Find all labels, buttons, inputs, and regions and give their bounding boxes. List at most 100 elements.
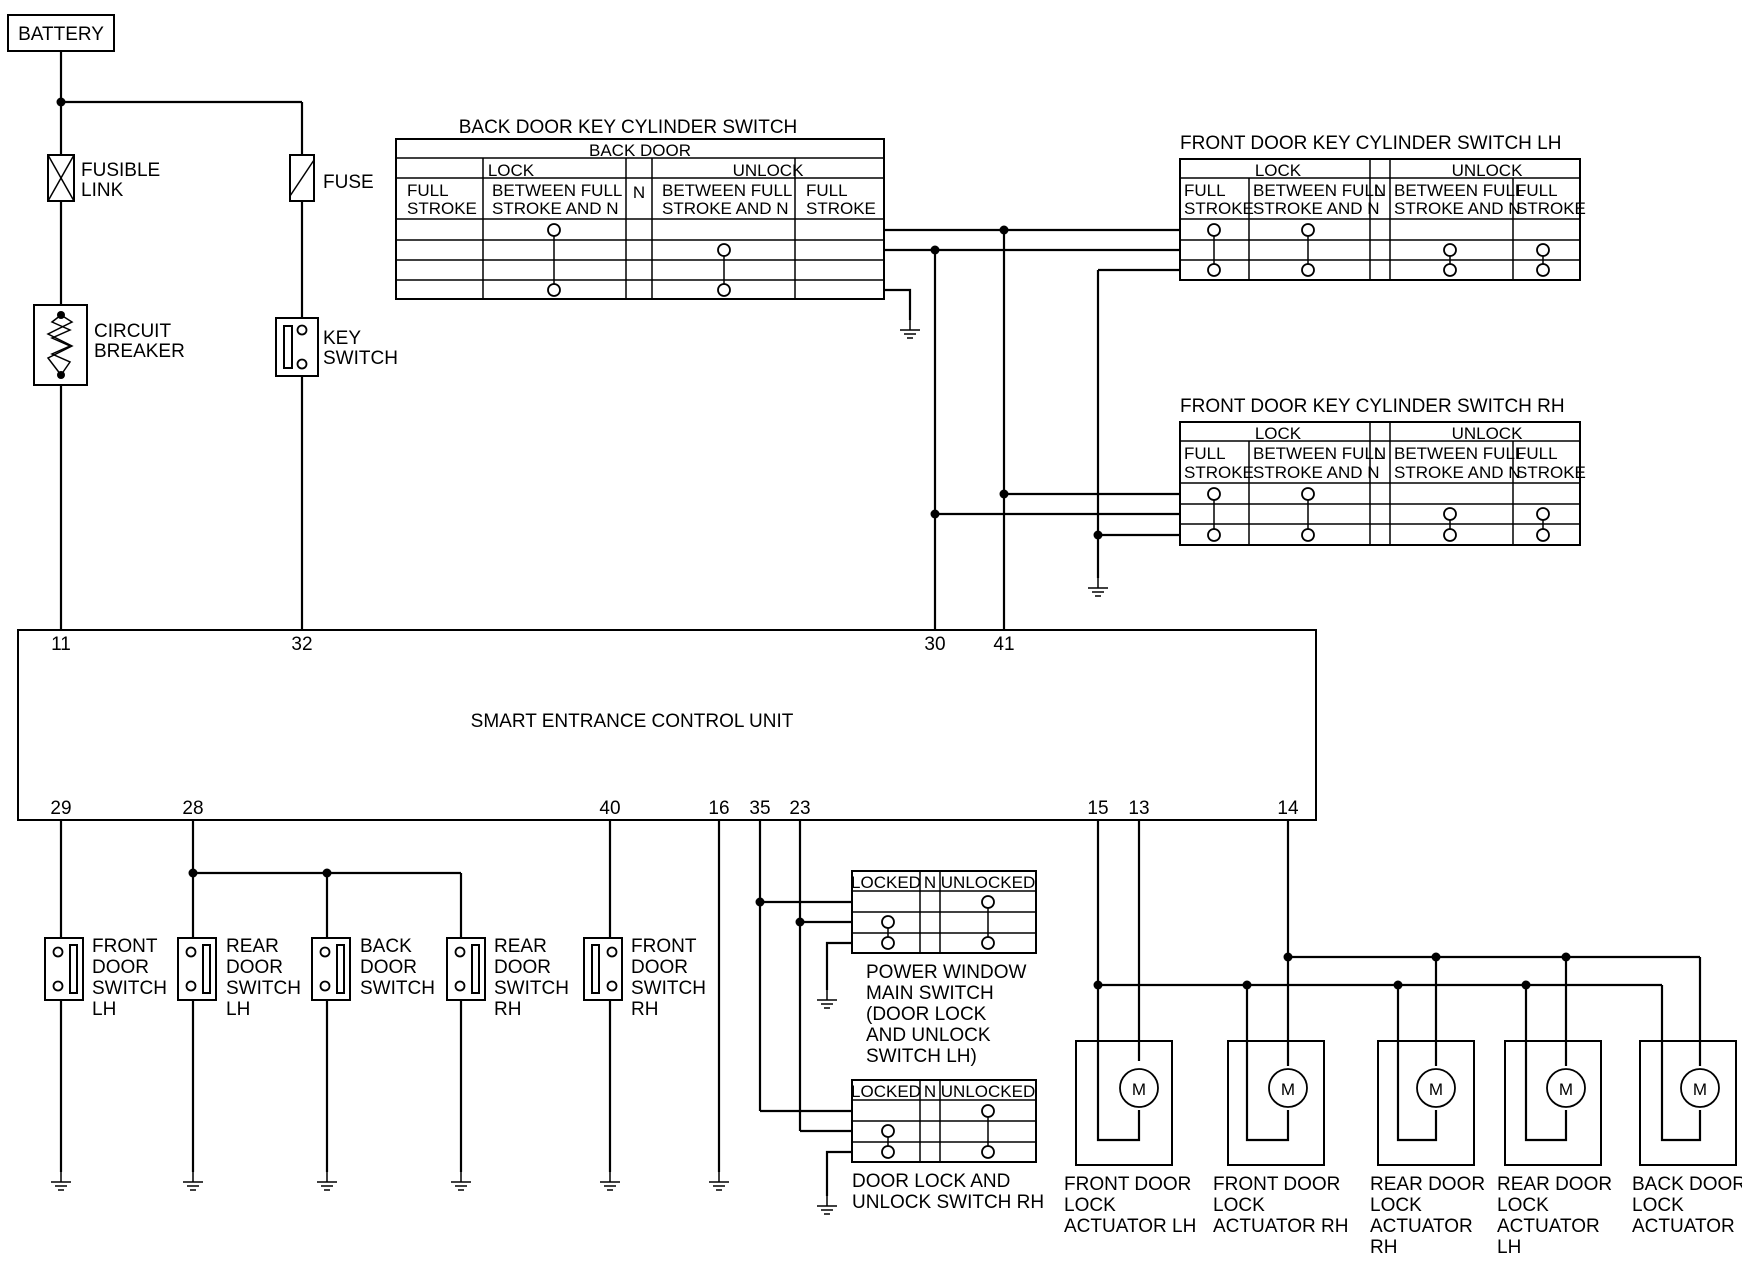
actuator-rl-2: LOCK [1497,1195,1549,1216]
front-rh-between-1: BETWEEN FULL [1253,444,1383,463]
actuator-rr-2: LOCK [1370,1195,1422,1216]
control-unit-name: SMART ENTRANCE CONTROL UNIT [471,711,794,732]
pin-29: 29 [50,798,71,819]
fusible-link: FUSIBLE LINK [47,102,160,305]
back-door-switch-3: SWITCH [360,978,435,999]
rear-door-switch-rh-3: SWITCH [494,978,569,999]
pin-13: 13 [1128,798,1149,819]
back-door-between-u-1: BETWEEN FULL [662,181,792,200]
front-door-switch-lh-2: DOOR [92,957,149,978]
front-door-switch-rh-3: SWITCH [631,978,706,999]
front-door-lock-actuator-lh: M FRONT DOOR LOCK ACTUATOR LH [1064,985,1196,1237]
back-door-switch-title: BACK DOOR KEY CYLINDER SWITCH [459,117,798,138]
pw-locked: LOCKED [851,873,921,892]
rear-door-switch-lh-4: LH [226,999,250,1020]
front-lh-switch-title: FRONT DOOR KEY CYLINDER SWITCH LH [1180,133,1561,154]
pw-label-5: SWITCH LH) [866,1046,977,1067]
front-rh-full-1: FULL [1184,444,1226,463]
front-door-key-cylinder-switch-rh: FRONT DOOR KEY CYLINDER SWITCH RH LOCK U… [1179,396,1586,546]
actuator-fl-1: FRONT DOOR [1064,1174,1191,1195]
circuit-breaker: CIRCUIT BREAKER [33,304,185,630]
back-door-full-2: STROKE [407,199,477,218]
front-door-switch-rh-2: DOOR [631,957,688,978]
rear-door-switch-lh: REAR DOOR SWITCH LH [177,873,301,1191]
pin-35: 35 [749,798,770,819]
front-rh-switch-title: FRONT DOOR KEY CYLINDER SWITCH RH [1180,396,1565,417]
motor-symbol-1: M [1132,1080,1146,1099]
fusible-link-label-1: FUSIBLE [81,160,160,181]
front-lh-lock: LOCK [1255,161,1302,180]
actuator-bd-2: LOCK [1632,1195,1684,1216]
actuator-rr-1: REAR DOOR [1370,1174,1485,1195]
front-door-key-cylinder-switch-lh: FRONT DOOR KEY CYLINDER SWITCH LH LOCK U… [1179,133,1586,281]
pin-11: 11 [51,634,71,655]
pin-16: 16 [708,798,729,819]
front-door-lock-actuator-rh: M FRONT DOOR LOCK ACTUATOR RH [1213,957,1348,1237]
pin-30: 30 [924,634,945,655]
rear-door-switch-lh-1: REAR [226,936,279,957]
battery-label: BATTERY [18,24,104,45]
front-lh-between-2: STROKE AND N [1253,199,1380,218]
front-rh-lock: LOCK [1255,424,1302,443]
pw-unlocked: UNLOCKED [941,873,1035,892]
rear-door-lock-actuator-lh: M REAR DOOR LOCK ACTUATOR LH [1472,952,1612,1258]
motor-symbol-2: M [1281,1080,1295,1099]
front-door-switch-rh-4: RH [631,999,658,1020]
pin-14: 14 [1277,798,1299,819]
door-lock-unlock-switch-rh: LOCKED N UNLOCKED DOOR LOCK AND UNLOCK S… [851,1079,1044,1213]
key-switch-label-2: SWITCH [323,348,398,369]
motor-symbol-4: M [1559,1080,1573,1099]
power-window-main-switch: LOCKED N UNLOCKED POWER WINDOW MAIN SWIT… [851,870,1037,1067]
rear-door-lock-actuator-rh: M REAR DOOR LOCK ACTUATOR RH [1370,957,1485,1258]
circuit-breaker-label-2: BREAKER [94,341,185,362]
actuator-fl-2: LOCK [1064,1195,1116,1216]
back-door-full-u-2: STROKE [806,199,876,218]
fuse: FUSE [289,102,374,318]
rear-door-switch-rh-1: REAR [494,936,547,957]
motor-symbol-3: M [1429,1080,1443,1099]
pin-15: 15 [1087,798,1108,819]
front-rh-between-u-2: STROKE AND N [1394,463,1521,482]
actuator-rl-1: REAR DOOR [1497,1174,1612,1195]
back-door-full-u-1: FULL [806,181,848,200]
pw-label-2: MAIN SWITCH [866,983,994,1004]
back-door-between-1: BETWEEN FULL [492,181,622,200]
front-lh-full-u-2: STROKE [1516,199,1586,218]
rear-door-switch-rh: REAR DOOR SWITCH RH [446,873,569,1191]
front-rh-unlock: UNLOCK [1452,424,1524,443]
pin-40: 40 [599,798,620,819]
front-door-switch-rh: FRONT DOOR SWITCH RH [583,820,706,1191]
back-door-lock-actuator: M BACK DOOR LOCK ACTUATOR [1526,955,1742,1237]
rh-label-2: UNLOCK SWITCH RH [852,1192,1044,1213]
back-door-between-u-2: STROKE AND N [662,199,789,218]
actuator-bd-1: BACK DOOR [1632,1174,1742,1195]
pin-23: 23 [789,798,810,819]
pw-label-3: (DOOR LOCK [866,1004,987,1025]
front-rh-full-2: STROKE [1184,463,1254,482]
rh-locked: LOCKED [851,1082,921,1101]
front-rh-n: N [1374,444,1386,463]
front-door-switch-lh: FRONT DOOR SWITCH LH [44,820,167,1191]
back-door-switch-2: DOOR [360,957,417,978]
actuator-fr-1: FRONT DOOR [1213,1174,1340,1195]
battery: BATTERY [7,14,115,52]
circuit-breaker-label-1: CIRCUIT [94,321,171,342]
key-switch: KEY SWITCH [275,317,398,630]
back-door-lock: LOCK [488,161,535,180]
actuator-fl-3: ACTUATOR LH [1064,1216,1196,1237]
front-door-switch-lh-1: FRONT [92,936,158,957]
back-door-unlock: UNLOCK [733,161,805,180]
pw-label-4: AND UNLOCK [866,1025,991,1046]
fuse-label: FUSE [323,172,374,193]
front-door-switch-lh-4: LH [92,999,116,1020]
back-door-header: BACK DOOR [589,141,691,160]
rear-door-switch-lh-3: SWITCH [226,978,301,999]
actuator-bd-3: ACTUATOR [1632,1216,1735,1237]
actuator-rr-3: ACTUATOR [1370,1216,1473,1237]
front-lh-n: N [1374,181,1386,200]
front-door-switch-rh-1: FRONT [631,936,697,957]
actuator-fr-2: LOCK [1213,1195,1265,1216]
front-door-switch-lh-3: SWITCH [92,978,167,999]
front-lh-between-u-1: BETWEEN FULL [1394,181,1524,200]
